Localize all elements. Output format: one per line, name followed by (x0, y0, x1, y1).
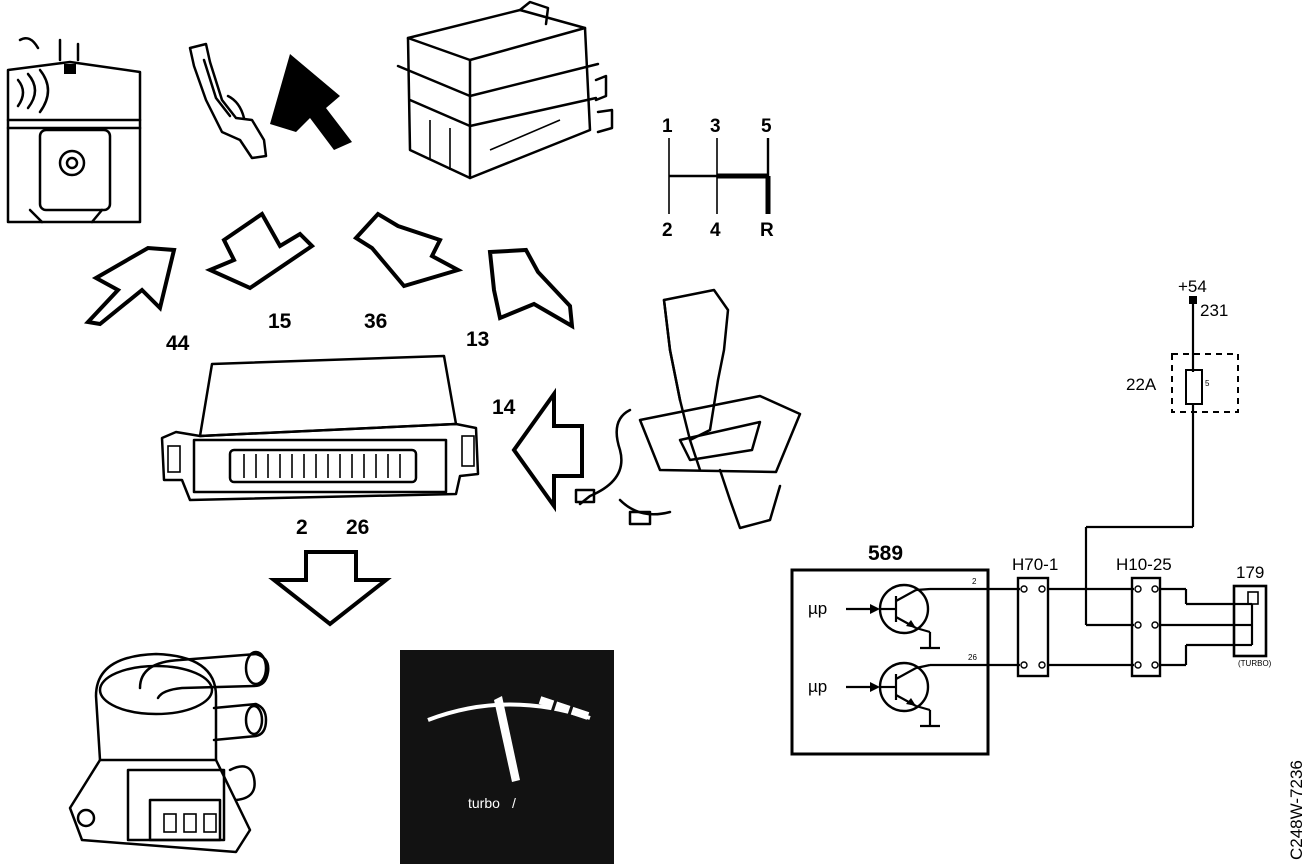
connector-h70-1 (1016, 576, 1050, 678)
selector-arrow-14 (511, 387, 584, 513)
arrow-label-15: 15 (268, 310, 292, 333)
gauge-unit-mark: / (512, 795, 516, 811)
input-arrow-13 (487, 247, 575, 330)
gear-label-r: R (760, 220, 774, 241)
gear-label-1: 1 (662, 116, 673, 137)
transistor-upper-label: µp (808, 599, 827, 618)
black-pointer-arrow (270, 54, 352, 150)
arrow-label-36: 36 (364, 310, 387, 333)
gear-label-5: 5 (761, 116, 772, 137)
arrow-label-44: 44 (166, 332, 190, 355)
boost-control-valve-illustration (68, 650, 270, 854)
connector-b-label: H10-25 (1116, 555, 1172, 574)
input-arrow-36 (352, 211, 464, 289)
ecu-output-label-26: 26 (346, 516, 369, 539)
supply-wire-label: 231 (1200, 301, 1228, 320)
figure-code: C248W-7236 (1287, 760, 1306, 860)
control-unit-label: 589 (868, 542, 903, 565)
transistor-lower-label: µp (808, 677, 827, 696)
input-arrow-44 (83, 245, 177, 327)
control-unit-589 (790, 568, 990, 756)
connector-a-label: H70-1 (1012, 555, 1058, 574)
gauge-label: turbo (468, 795, 500, 811)
gear-selector-illustration (574, 288, 802, 530)
throttle-lever-illustration (188, 42, 268, 160)
shift-pattern: 1 3 5 2 4 R (662, 116, 774, 241)
supply-label: +54 (1178, 277, 1207, 296)
boost-gauge: turbo / (400, 650, 614, 864)
relay-box-illustration (396, 0, 614, 180)
supply-terminal (1189, 296, 1197, 304)
pin-lower-label: 26 (968, 653, 977, 662)
engine-piston-illustration (6, 37, 142, 224)
fuse-number: 5 (1205, 379, 1210, 388)
fuse-symbol (1185, 369, 1203, 405)
valve-caption: (TURBO) (1238, 659, 1272, 668)
gear-label-2: 2 (662, 220, 673, 241)
wiring-schematic: +54 231 5 22A 589 µp 2 µp (790, 277, 1272, 756)
valve-unit-179 (1232, 584, 1268, 658)
gear-label-4: 4 (710, 220, 721, 241)
arrow-label-14: 14 (492, 396, 516, 419)
input-arrow-15 (204, 211, 316, 291)
output-arrow-down (268, 550, 392, 627)
engine-control-module (160, 354, 480, 502)
fuse-box (1171, 353, 1239, 413)
ecu-output-label-2: 2 (296, 516, 308, 539)
gear-label-3: 3 (710, 116, 721, 137)
fuse-rating: 22A (1126, 375, 1157, 394)
connector-h10-25 (1130, 576, 1162, 678)
arrow-label-13: 13 (466, 328, 489, 351)
pin-upper-label: 2 (972, 577, 977, 586)
valve-unit-label: 179 (1236, 563, 1264, 582)
